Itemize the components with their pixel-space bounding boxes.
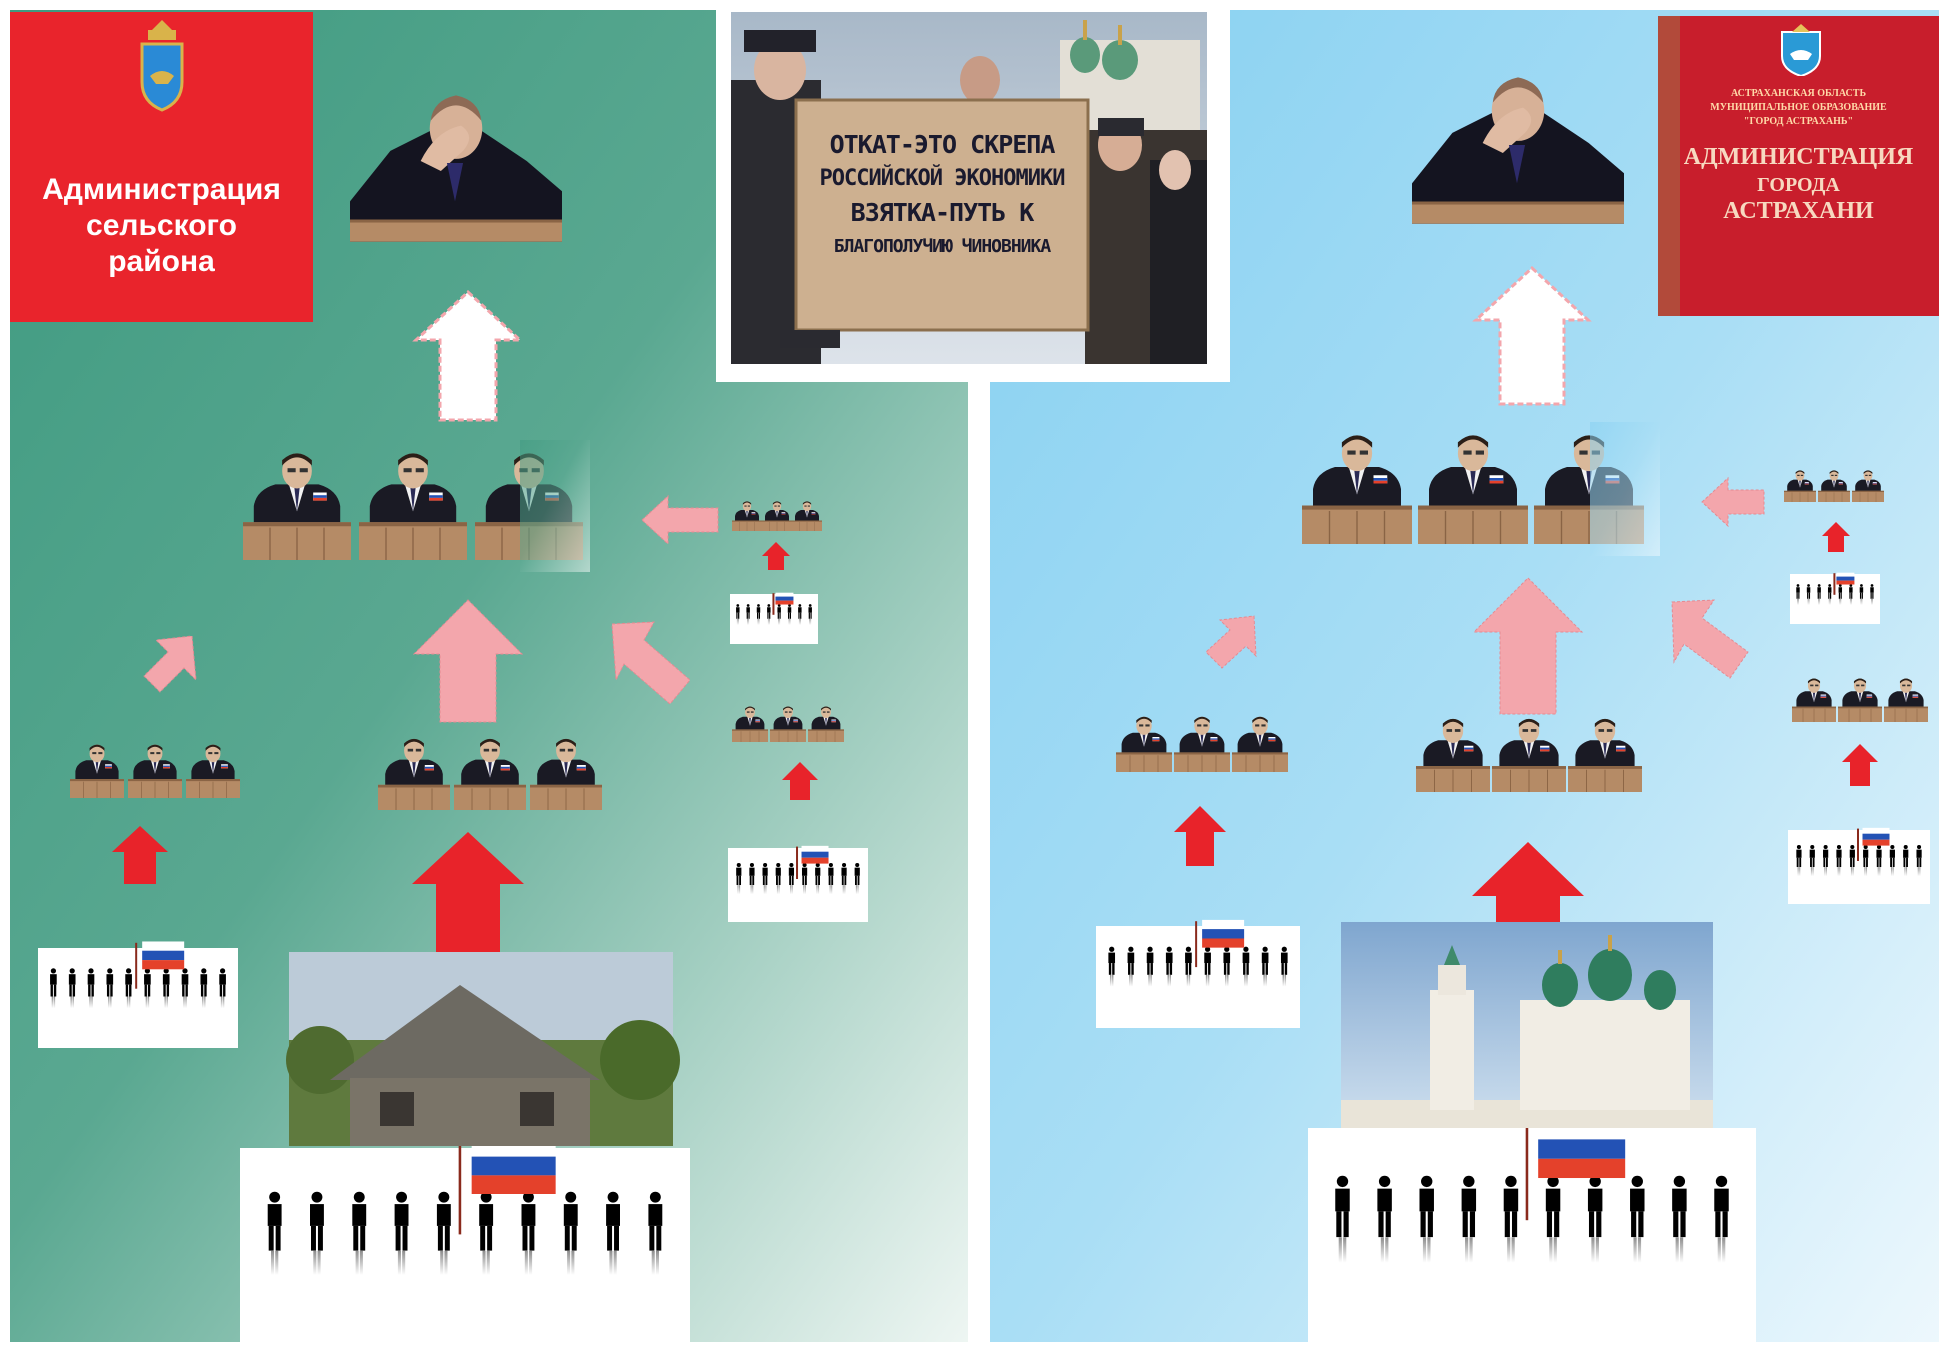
crowd-rural-right-top: [730, 592, 818, 644]
rural-arrows: [112, 289, 818, 958]
city-officials-center: [1416, 718, 1642, 793]
arrow-red-right-city: [1842, 744, 1878, 786]
rural-officials-right: [732, 706, 844, 743]
arrow-pink-diag-right-city: [1671, 599, 1749, 679]
arrow-red-left-rural: [112, 826, 168, 884]
arrow-white-rural: [412, 289, 524, 422]
plaque-line: МУНИЦИПАЛЬНОЕ ОБРАЗОВАНИЕ: [1710, 102, 1887, 113]
arrow-pink-left-rural: [641, 494, 719, 546]
arrow-pink-left-city: [1701, 476, 1765, 528]
rural-officials-left: [70, 744, 240, 799]
rural-administration-label: Администрация сельского района: [10, 172, 313, 280]
rural-officials-center: [378, 738, 602, 811]
arrow-red-left-city: [1174, 806, 1226, 866]
arrow-white-city: [1472, 265, 1592, 406]
rural-administration-badge: Администрация сельского района: [10, 12, 313, 322]
coat-of-arms-icon: [140, 20, 184, 112]
russian-flag-icon: [1836, 572, 1855, 585]
flag-pole: [1833, 573, 1836, 595]
russian-flag-icon: [1862, 827, 1890, 846]
sign-line: РОССИЙСКОЙ ЭКОНОМИКИ: [819, 166, 1066, 191]
flag-pole: [1195, 921, 1198, 968]
arrow-pink-diag-left-city: [1205, 615, 1257, 669]
arrow-pink-center-rural: [412, 599, 524, 723]
russian-flag-icon: [1538, 1120, 1626, 1179]
crowd-box: [240, 1148, 690, 1364]
protest-sign-text: ОТКАТ-ЭТО СКРЕПА РОССИЙСКОЙ ЭКОНОМИКИ ВЗ…: [796, 128, 1088, 264]
crowd-box: [1096, 926, 1300, 1028]
flag-pole: [796, 846, 799, 879]
label-line: района: [108, 245, 215, 278]
crowd-rural-right: [728, 845, 868, 922]
flag-pole: [135, 942, 138, 989]
flag-pole: [1856, 828, 1859, 861]
plaque-line: ГОРОДА: [1757, 174, 1840, 196]
rural-officials-top: [243, 440, 590, 572]
crowd-box: [1308, 1128, 1756, 1364]
flag-pole: [772, 593, 775, 615]
brick-wall: [1658, 16, 1680, 316]
arrow-pink-diag-right-rural: [611, 621, 691, 705]
crowd-city-right-top: [1790, 572, 1880, 624]
plaque-line: АСТРАХАНСКАЯ ОБЛАСТЬ: [1730, 88, 1867, 99]
russian-flag-icon: [801, 845, 829, 864]
city-officials-top: [1302, 422, 1660, 556]
arrow-red-center-rural: [412, 832, 524, 958]
kremlin-photo: [1341, 922, 1713, 1128]
label-line: сельского: [86, 209, 237, 242]
crowd-rural-village: [240, 1138, 690, 1364]
flag-pole: [458, 1140, 462, 1235]
crowd-city-right: [1788, 827, 1930, 904]
city-coat-of-arms-icon: [1781, 24, 1821, 76]
sign-line: ОТКАТ-ЭТО СКРЕПА: [829, 130, 1056, 159]
arrow-pink-center-city: [1472, 577, 1584, 715]
arrow-red-right-rural: [782, 762, 818, 800]
arrow-red-right-small-rural: [762, 542, 790, 570]
crowd-box: [38, 948, 238, 1048]
crowd-rural-left: [38, 941, 238, 1048]
city-arrows: [1174, 265, 1878, 938]
crowd-box: [1788, 830, 1930, 904]
flag-pole: [1525, 1123, 1529, 1221]
russian-flag-icon: [1202, 919, 1245, 948]
arrow-pink-diag-left-rural: [143, 635, 197, 693]
city-officials-right: [1792, 678, 1928, 723]
plaque-line: АДМИНИСТРАЦИЯ: [1683, 144, 1914, 170]
village-house-photo: [286, 952, 680, 1146]
crowd-city-left: [1096, 919, 1300, 1028]
rural-officials-right-top: [732, 501, 822, 532]
city-administration-plaque: АСТРАХАНСКАЯ ОБЛАСТЬ МУНИЦИПАЛЬНОЕ ОБРАЗ…: [1658, 16, 1939, 316]
city-officials-right-top: [1784, 470, 1884, 503]
russian-flag-icon: [775, 592, 794, 605]
arrow-red-center-city: [1472, 842, 1584, 938]
sign-line: ВЗЯТКА-ПУТЬ К: [850, 198, 1035, 227]
russian-flag-icon: [471, 1138, 556, 1194]
plaque-line: АСТРАХАНИ: [1723, 198, 1874, 224]
protest-photo: [731, 12, 1207, 364]
crowds: [38, 572, 1930, 1364]
russian-flag-icon: [142, 941, 185, 970]
label-line: Администрация: [42, 173, 281, 206]
plaque-line: "ГОРОД АСТРАХАНЬ": [1743, 116, 1854, 127]
sign-line: БЛАГОПОЛУЧИЮ ЧИНОВНИКА: [833, 236, 1051, 257]
city-officials-left: [1116, 716, 1288, 773]
arrow-red-right-small-city: [1822, 522, 1850, 552]
crowd-city-kremlin: [1308, 1120, 1756, 1364]
